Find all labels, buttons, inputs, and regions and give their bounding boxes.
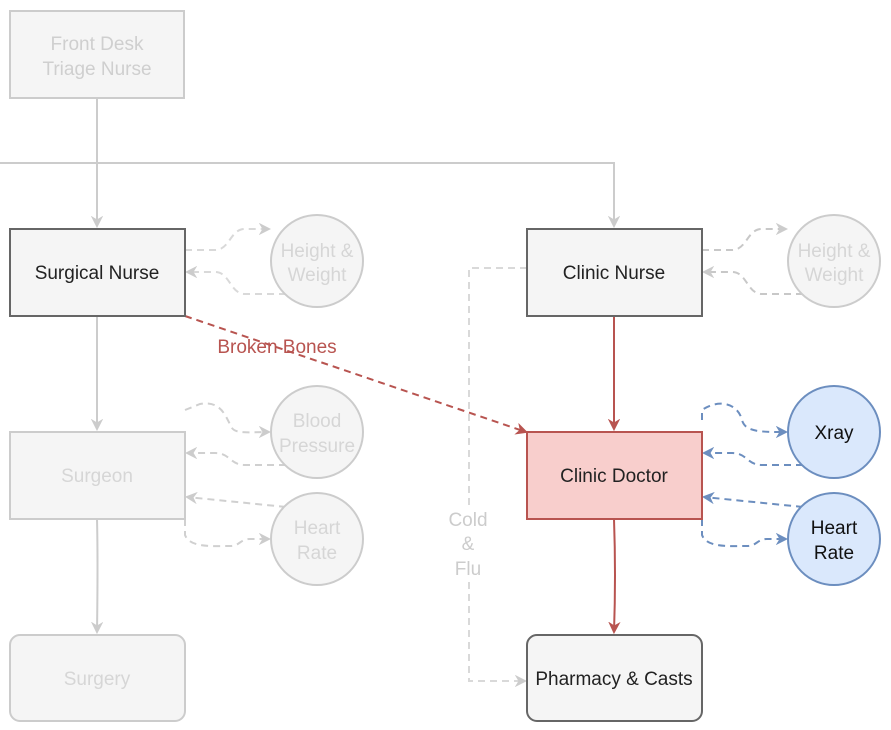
edge-cold-flu[interactable] — [468, 267, 527, 681]
node-surgical-height-weight[interactable]: Height & Weight — [270, 214, 364, 308]
edge-surgeon-to-surgery[interactable] — [97, 518, 98, 632]
edge-height-weight-to-surgical-nurse[interactable] — [187, 272, 286, 295]
blood-pressure-line2: Pressure — [279, 436, 355, 457]
cold-flu-label-line2: & — [462, 534, 475, 555]
doctor-heart-rate-line1: Heart — [811, 518, 858, 539]
edge-xray-to-doctor[interactable] — [704, 453, 803, 466]
doctor-heart-rate-line2: Rate — [814, 543, 854, 564]
surgeon-label: Surgeon — [61, 466, 133, 487]
blood-pressure-line1: Blood — [293, 411, 342, 432]
edge-broken-bones[interactable] — [184, 315, 526, 432]
edge-height-weight-to-clinic-nurse[interactable] — [704, 272, 803, 295]
edge-surgeon-to-heart-rate[interactable] — [184, 519, 269, 548]
front-desk-label-line1: Front Desk — [51, 34, 144, 55]
node-clinic-nurse[interactable]: Clinic Nurse — [526, 228, 703, 317]
node-front-desk-triage-nurse[interactable]: Front Desk Triage Nurse — [9, 10, 185, 99]
clinic-nurse-label: Clinic Nurse — [563, 263, 665, 284]
node-surgery[interactable]: Surgery — [9, 634, 186, 722]
cold-flu-label-line1: Cold — [448, 510, 487, 531]
node-pharmacy-casts[interactable]: Pharmacy & Casts — [526, 634, 703, 722]
node-surgeon-heart-rate[interactable]: Heart Rate — [270, 492, 364, 586]
edge-heart-rate-to-doctor[interactable] — [704, 497, 804, 508]
pharmacy-label: Pharmacy & Casts — [535, 669, 692, 690]
edge-clinic-doctor-to-pharmacy[interactable] — [614, 518, 615, 632]
broken-bones-label: Broken Bones — [217, 337, 336, 358]
node-clinic-height-weight[interactable]: Height & Weight — [787, 214, 881, 308]
surgery-label: Surgery — [64, 669, 131, 690]
surgeon-heart-rate-line1: Heart — [294, 518, 341, 539]
edge-front-desk-to-clinic-nurse[interactable] — [0, 162, 614, 226]
edge-heart-rate-to-surgeon[interactable] — [187, 497, 287, 508]
node-xray[interactable]: Xray — [787, 385, 881, 479]
edge-blood-pressure-to-surgeon[interactable] — [187, 453, 286, 466]
node-doctor-heart-rate[interactable]: Heart Rate — [787, 492, 881, 586]
edge-surgical-nurse-to-height-weight[interactable] — [185, 229, 269, 251]
xray-label: Xray — [814, 423, 854, 444]
cold-flu-label-line3: Flu — [455, 559, 481, 580]
edge-doctor-to-heart-rate[interactable] — [701, 519, 786, 548]
surgeon-heart-rate-line2: Rate — [297, 543, 337, 564]
cold-flu-label-bg — [440, 505, 498, 581]
front-desk-label-line2: Triage Nurse — [42, 59, 151, 80]
surgical-height-weight-line1: Height & — [281, 241, 354, 262]
edge-surgeon-to-blood-pressure[interactable] — [184, 402, 269, 432]
clinic-height-weight-line2: Weight — [805, 265, 865, 286]
clinic-doctor-label: Clinic Doctor — [560, 466, 668, 487]
node-clinic-doctor[interactable]: Clinic Doctor — [526, 431, 703, 520]
edge-clinic-nurse-to-height-weight[interactable] — [702, 229, 786, 251]
edge-doctor-to-xray[interactable] — [701, 402, 786, 432]
node-surgeon[interactable]: Surgeon — [9, 431, 186, 520]
surgical-height-weight-line2: Weight — [288, 265, 348, 286]
surgical-nurse-label: Surgical Nurse — [35, 263, 160, 284]
node-blood-pressure[interactable]: Blood Pressure — [270, 385, 364, 479]
clinic-height-weight-line1: Height & — [798, 241, 871, 262]
node-surgical-nurse[interactable]: Surgical Nurse — [9, 228, 186, 317]
